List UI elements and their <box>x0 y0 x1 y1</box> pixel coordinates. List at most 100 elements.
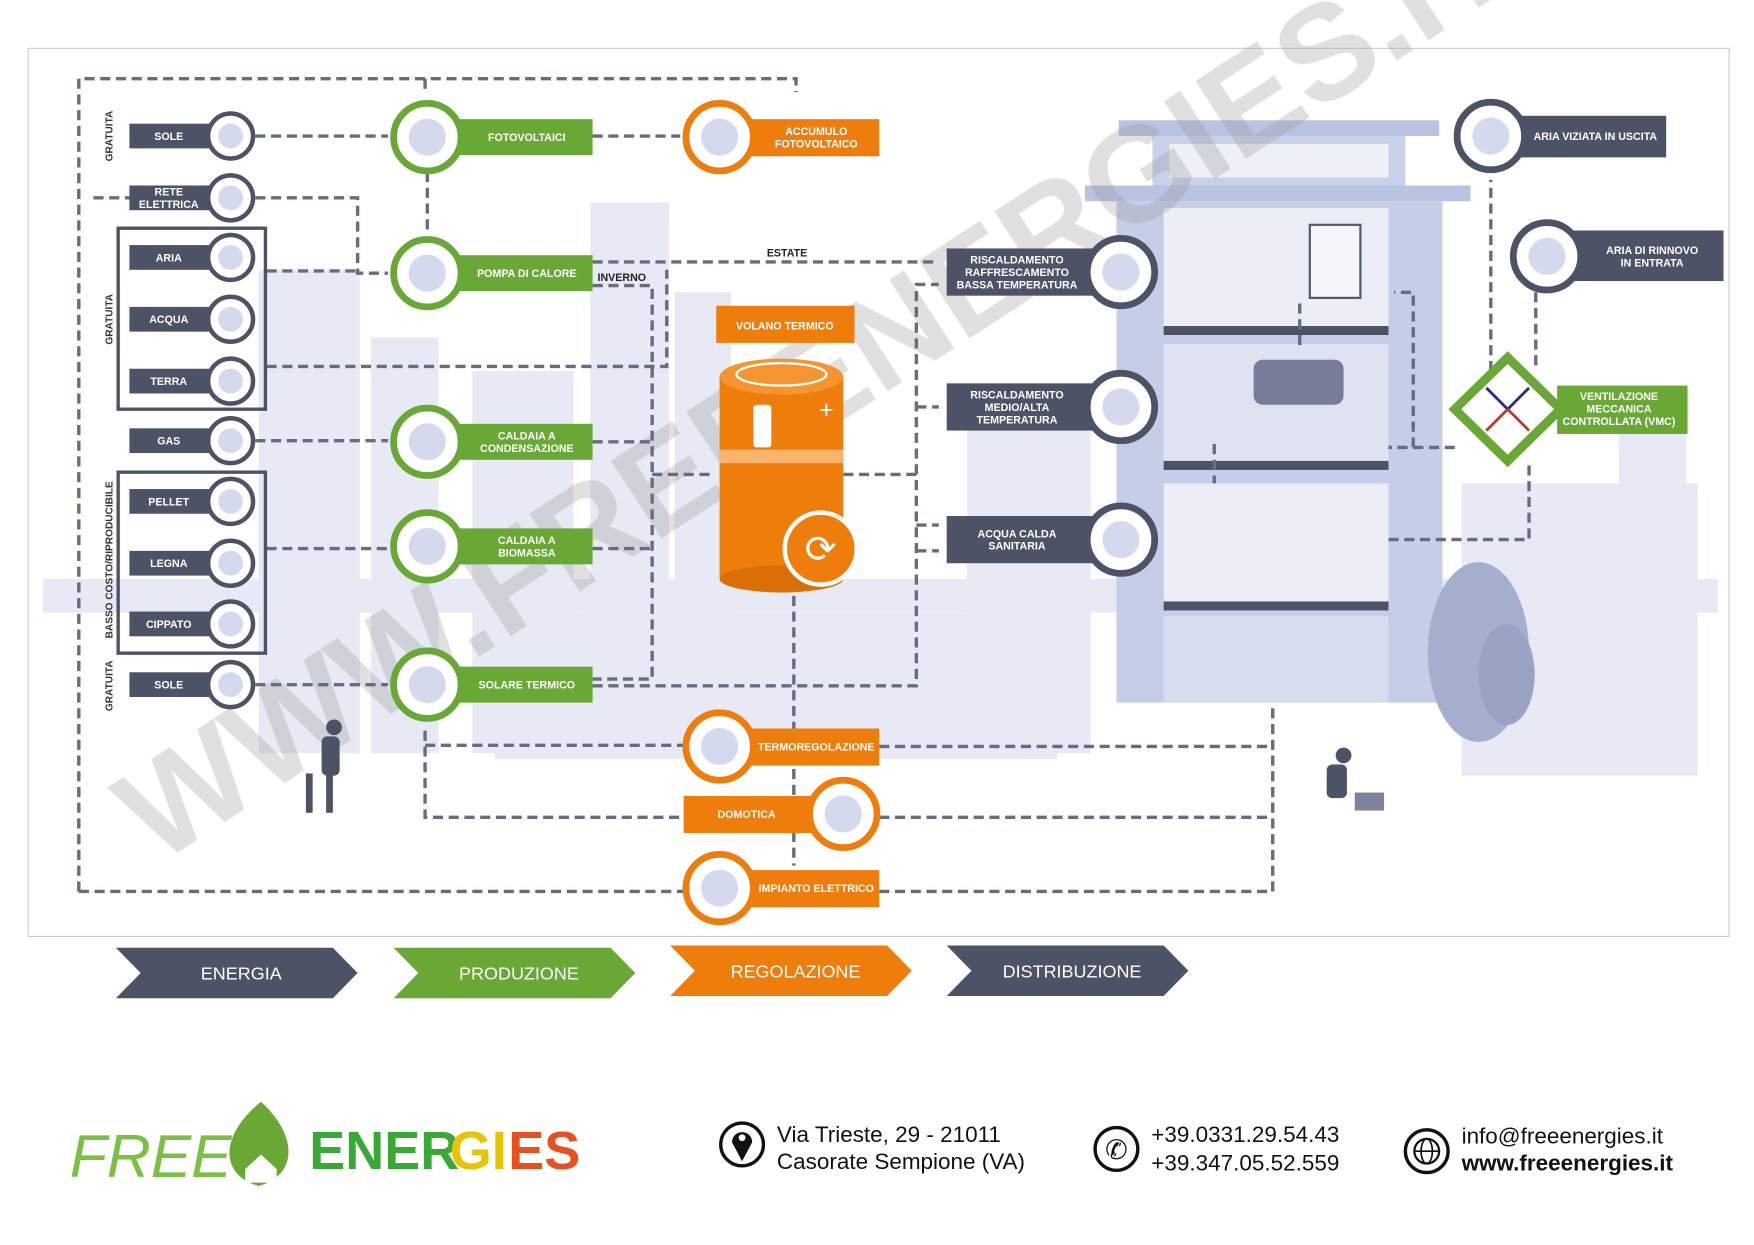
energy-source-acqua[interactable]: ACQUA <box>129 294 256 345</box>
air-out-icon-glyph <box>1472 117 1510 155</box>
phone-2[interactable]: +39.347.05.52.559 <box>1151 1150 1339 1175</box>
energy-source-cippato[interactable]: CIPPATO <box>129 599 256 649</box>
energy-source-sole[interactable]: SOLE <box>129 659 256 710</box>
label-box <box>1574 230 1724 282</box>
solar-panel-icon-glyph <box>408 118 446 156</box>
node-label: GAS <box>157 436 180 448</box>
label-box <box>129 368 220 394</box>
node-label: DOMOTICA <box>718 809 776 821</box>
label-box <box>129 428 220 454</box>
label-box <box>129 185 220 211</box>
node-label: ARIA <box>156 252 182 264</box>
plug-icon-glyph <box>218 185 243 211</box>
thermometer-icon-glyph <box>701 727 739 766</box>
label-box <box>742 119 880 157</box>
flow-connector <box>879 708 1275 894</box>
website-link[interactable]: www.freeenergies.it <box>1461 1150 1674 1175</box>
free-energies-logo: FREE ENER GI ES <box>70 1101 580 1190</box>
ventilation-air-out[interactable]: ARIA VIZIATA IN USCITA <box>1453 98 1667 174</box>
energy-source-legna[interactable]: LEGNA <box>129 538 256 588</box>
node-label: IMPIANTO ELETTRICO <box>759 883 874 895</box>
label-box <box>129 123 220 149</box>
flow-connector <box>266 269 669 369</box>
gas-cylinder-icon-glyph <box>218 428 243 454</box>
stage-label: REGOLAZIONE <box>731 961 861 981</box>
radiator-icon-glyph <box>1102 388 1140 426</box>
fan-heater-icon-glyph <box>1102 253 1140 291</box>
svg-text:ES: ES <box>508 1121 580 1181</box>
battery-icon-glyph <box>701 118 739 156</box>
email-link[interactable]: info@freeenergies.it <box>1462 1123 1664 1148</box>
node-label: TERMOREGOLAZIONE <box>758 741 875 753</box>
production-solare-termico[interactable]: SOLARE TERMICO <box>390 647 593 722</box>
regulation-impianto-elettrico[interactable]: IMPIANTO ELETTRICO <box>682 851 880 926</box>
energy-source-aria[interactable]: ARIA <box>129 232 256 283</box>
volano-label: VOLANO TERMICO <box>736 320 834 332</box>
label-box <box>946 248 1105 296</box>
pellet-icon-glyph <box>218 489 243 514</box>
label-box <box>742 870 880 908</box>
stage-chevron <box>946 945 1189 997</box>
node-label: ACQUA <box>149 314 188 326</box>
production-fotovoltaici[interactable]: FOTOVOLTAICI <box>390 100 593 175</box>
water-drop-icon-glyph <box>218 306 243 332</box>
faucet-icon-glyph <box>1102 521 1140 559</box>
condensing-boiler-icon-glyph <box>408 423 446 461</box>
node-label: SOLARE TERMICO <box>479 680 576 692</box>
sun-icon-glyph <box>218 123 243 149</box>
group-label: BASSO COSTO/RIPRODUCIBILE <box>105 481 116 638</box>
electrician-illustration <box>305 719 342 813</box>
energy-source-terra[interactable]: TERRA <box>129 356 256 406</box>
svg-text:⟳: ⟳ <box>805 528 837 571</box>
location-pin-icon <box>719 1121 766 1168</box>
group-label: GRATUITA <box>105 110 116 161</box>
label-box <box>455 528 593 565</box>
svg-text:✆: ✆ <box>1105 1135 1128 1165</box>
svg-text:+: + <box>819 397 833 424</box>
energy-source-sole[interactable]: SOLE <box>129 111 256 161</box>
estate-label: ESTATE <box>767 247 807 259</box>
energy-source-pellet[interactable]: PELLET <box>129 476 256 527</box>
regulation-domotica[interactable]: DOMOTICA <box>683 776 881 852</box>
node-label: SOLE <box>154 680 183 692</box>
biomass-boiler-icon-glyph <box>408 527 446 565</box>
label-box <box>129 672 220 698</box>
flow-connector <box>592 283 654 681</box>
stage-chevron <box>393 947 636 999</box>
address-line-1: Via Trieste, 29 - 21011 <box>777 1122 1001 1147</box>
sun-icon-glyph <box>218 672 243 698</box>
label-box <box>455 119 593 156</box>
stage-label: DISTRIBUZIONE <box>1003 961 1142 981</box>
node-label: FOTOVOLTAICI <box>488 132 566 144</box>
house-building-illustration <box>1084 120 1535 742</box>
logs-icon-glyph <box>218 550 243 576</box>
label-box <box>129 489 220 514</box>
solar-thermal-icon-glyph <box>408 666 446 704</box>
regulation-termoregolazione[interactable]: TERMOREGOLAZIONE <box>682 709 880 784</box>
label-box <box>946 383 1105 431</box>
group-label: GRATUITA <box>105 293 116 344</box>
label-box <box>129 550 220 576</box>
flow-connector <box>592 282 939 688</box>
node-label: CIPPATO <box>146 619 192 631</box>
energy-source-gas[interactable]: GAS <box>129 415 256 466</box>
node-label: SOLE <box>154 131 183 143</box>
label-box <box>129 245 220 270</box>
phone-1[interactable]: +39.0331.29.54.43 <box>1151 1122 1339 1147</box>
production-pompa-di-calore[interactable]: POMPA DI CALORE <box>390 236 593 311</box>
low-cost-sources-group <box>116 470 268 655</box>
free-sources-group <box>116 226 268 411</box>
group-label: GRATUITA <box>105 660 116 711</box>
